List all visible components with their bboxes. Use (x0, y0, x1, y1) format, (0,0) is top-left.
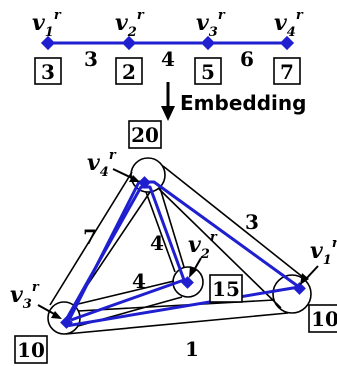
tube-v4-v2 (145, 187, 185, 273)
embed-label-v1: v1r (310, 236, 337, 268)
path-label-v4: v4r (274, 8, 304, 40)
tube-weight-v3-v2: 4 (132, 269, 146, 293)
path-box-v2 (115, 57, 143, 85)
tube-weight-v3-v1: 1 (185, 337, 199, 361)
pointer-v3 (37, 304, 62, 319)
path-box-v1 (34, 57, 62, 85)
pointer-v1 (300, 265, 319, 285)
path-edge-weight-1: 3 (84, 47, 98, 71)
embed-box-v3-value: 10 (17, 338, 45, 362)
embed-box-v1 (308, 304, 337, 333)
embed-box-v4-value: 20 (131, 123, 159, 147)
embed-box-v4 (128, 120, 162, 149)
path-box-v3 (194, 57, 222, 85)
embed-label-v4: v4r (87, 148, 117, 180)
embed-node-v2 (181, 276, 194, 289)
embed-label-v3: v3r (10, 280, 40, 312)
path-box-v4-value: 7 (280, 60, 294, 84)
tube-v4-v1 (158, 165, 305, 309)
path-box-v2-value: 2 (122, 60, 136, 84)
path-label-v2: v2r (115, 8, 145, 40)
path-box-v3-value: 5 (201, 60, 215, 84)
embed-box-v2 (209, 274, 243, 303)
pointer-v2 (189, 257, 202, 278)
path-box-v1-value: 3 (41, 60, 55, 84)
embedding-arrow: Embedding (161, 82, 306, 121)
embed-box-v1-value: 10 (311, 307, 337, 331)
path-edge-weight-3: 6 (240, 47, 254, 71)
path-edge-weight-2: 4 (161, 47, 175, 71)
tube-v3-v1 (65, 299, 289, 335)
embedded-path-inner (64, 185, 186, 322)
path-node-v1 (40, 35, 56, 51)
path-label-v1: v1r (32, 8, 62, 40)
embedding-graph: v4r v2r v3r v1r 20 15 10 10 7 3 4 4 1 (10, 120, 337, 364)
path-node-v4 (279, 35, 295, 51)
path-box-v4 (273, 57, 301, 85)
embed-node-v4 (138, 176, 151, 189)
top-path: v1r v2r v3r v4r 3 2 5 7 3 4 6 (32, 8, 304, 85)
tube-weight-v4-v3: 7 (83, 225, 97, 249)
embedding-label: Embedding (180, 91, 306, 115)
tube-weight-v4-v1: 3 (245, 210, 259, 234)
embed-box-v3 (14, 335, 48, 364)
embed-node-v3 (60, 316, 73, 329)
embed-label-v2: v2r (188, 230, 218, 262)
embed-node-v1 (293, 282, 306, 295)
pointer-v4 (112, 168, 140, 182)
tube-weight-v4-v2: 4 (150, 231, 164, 255)
path-label-v3: v3r (196, 8, 226, 40)
embed-box-v2-value: 15 (212, 277, 240, 301)
